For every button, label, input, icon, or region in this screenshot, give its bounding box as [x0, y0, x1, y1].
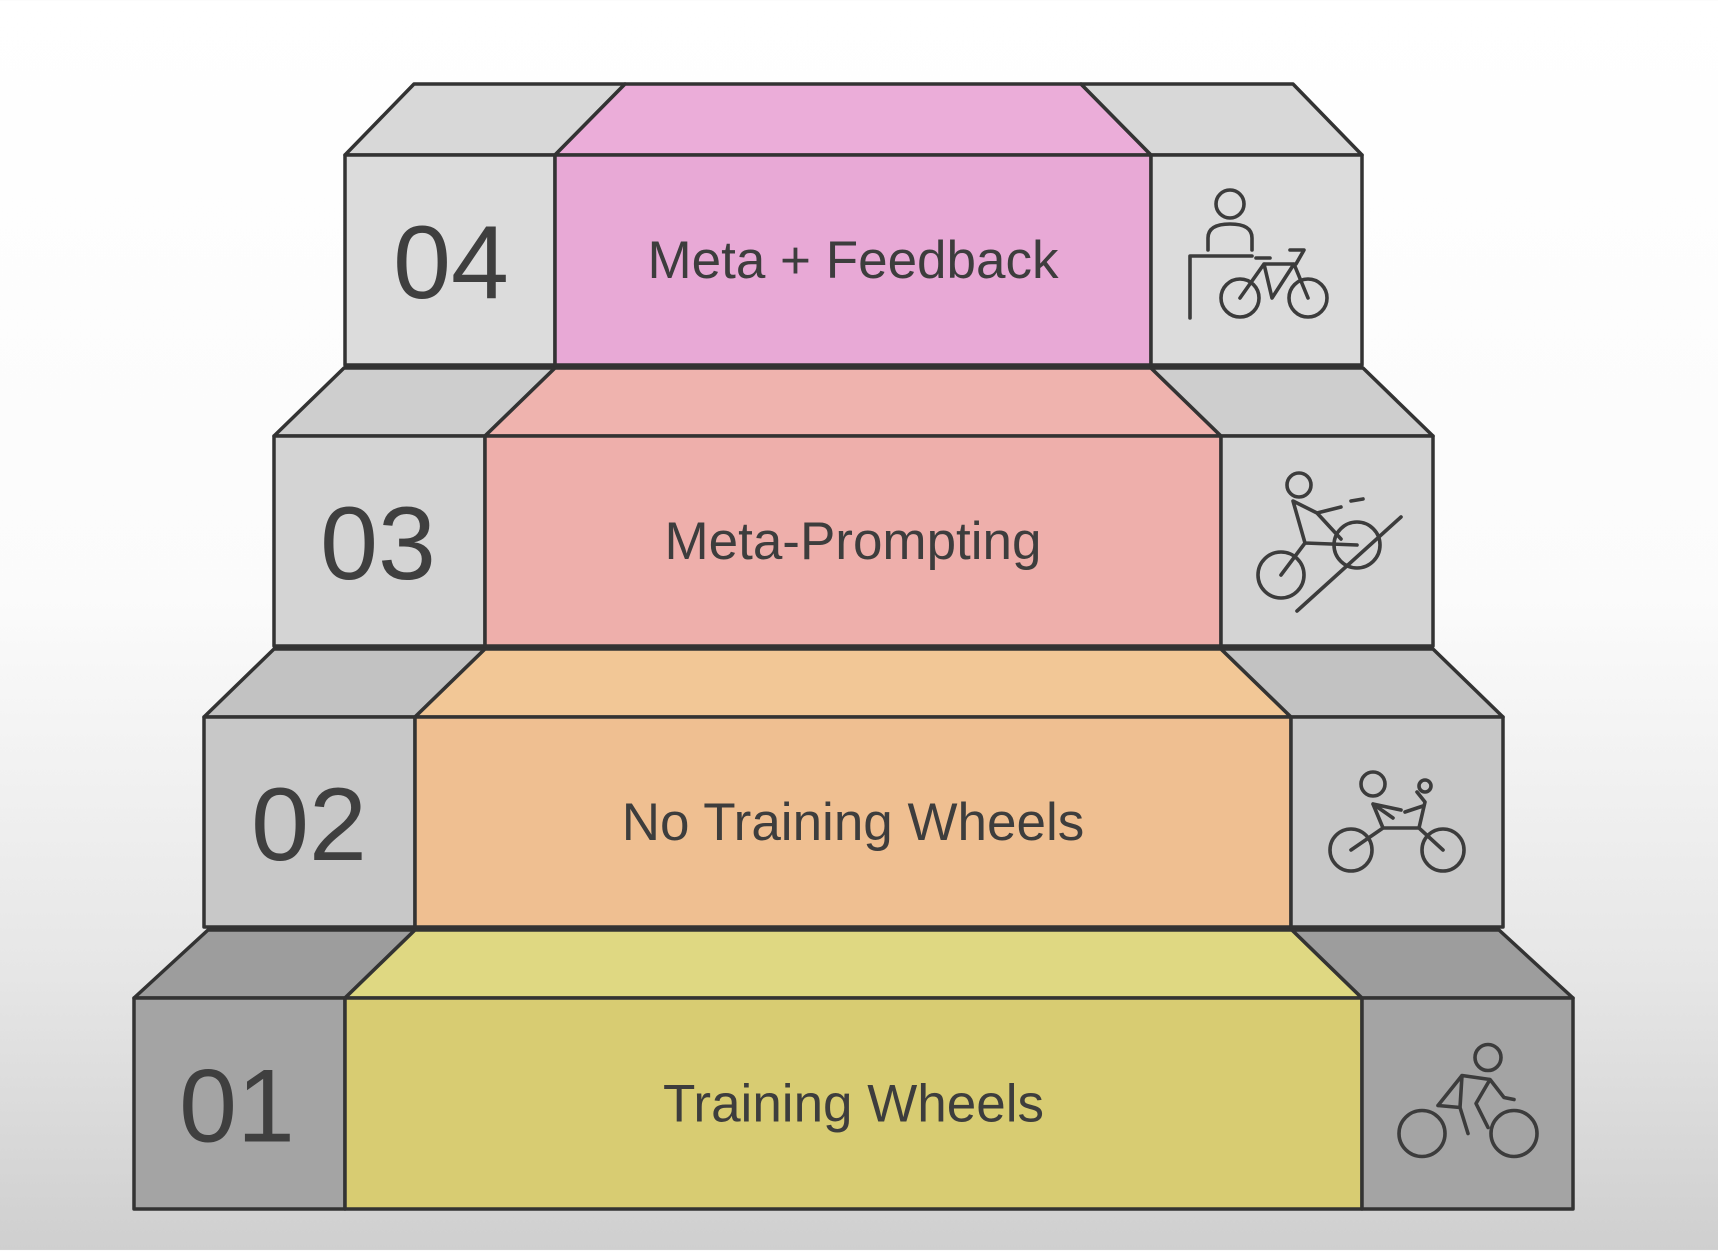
- step-02: 02 No Training Wheels: [202, 647, 1505, 929]
- step-label: Meta-Prompting: [664, 512, 1041, 571]
- step-center-top-face: [343, 928, 1364, 1000]
- step-03: 03 Meta-Prompting: [272, 366, 1435, 648]
- tandem-bicycle-icon: [1328, 770, 1466, 873]
- person-with-bicycle-icon: [1188, 188, 1329, 320]
- step-01: 01 Training Wheels: [132, 928, 1575, 1211]
- step-number: 04: [393, 205, 509, 321]
- step-center-top-face: [413, 647, 1293, 719]
- step-icon-block: [1360, 996, 1575, 1211]
- step-label: Training Wheels: [663, 1075, 1044, 1134]
- step-number: 02: [251, 767, 367, 883]
- step-icon-block: [1289, 715, 1505, 929]
- step-label: No Training Wheels: [622, 793, 1084, 852]
- step-number: 03: [320, 486, 436, 602]
- step-icon-block: [1219, 434, 1435, 648]
- step-icon-block: [1149, 153, 1364, 367]
- cyclist-icon: [1397, 1042, 1539, 1159]
- step-label: Meta + Feedback: [648, 231, 1059, 290]
- uphill-cyclist-icon: [1256, 471, 1403, 613]
- step-number: 01: [179, 1049, 295, 1165]
- step-center-top-face: [483, 366, 1223, 438]
- step-center-top-face: [553, 82, 1153, 157]
- step-04: 04 Meta + Feedback: [343, 82, 1364, 367]
